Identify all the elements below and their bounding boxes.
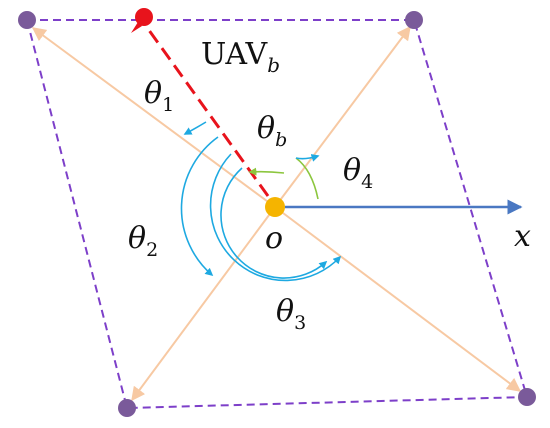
vertex-top-left [18, 11, 36, 29]
arrow-to-bottom-left [131, 206, 276, 402]
arrow-to-top-left [31, 27, 276, 208]
theta2-arc [180, 136, 219, 277]
x-axis-label: x [514, 219, 531, 254]
theta3-arc-inner [220, 167, 328, 279]
theta3-arc-outer [209, 153, 342, 282]
thetab-arc [248, 167, 285, 176]
theta1-label: θ1 [144, 76, 174, 116]
uav-b-dashed-line [144, 25, 270, 197]
vertex-top-right [405, 11, 423, 29]
uav-b-tail [131, 22, 142, 33]
theta2-label: θ2 [128, 221, 158, 261]
theta4-label: θ4 [343, 153, 373, 193]
theta1-arc [183, 121, 207, 135]
uav-b-label: UAVb [201, 37, 280, 77]
thetab-label: θb [257, 111, 287, 151]
origin-dot [265, 197, 285, 217]
uav-b-dot [135, 8, 153, 26]
theta4-arc [295, 157, 319, 200]
arrow-to-top-right [274, 25, 411, 208]
vertex-bottom-left [118, 399, 136, 417]
arrow-to-bottom-right [274, 206, 522, 392]
origin-label: o [265, 221, 283, 256]
theta4-cyan-arc [295, 154, 320, 162]
theta3-label: θ3 [276, 294, 306, 334]
vertex-bottom-right [518, 388, 536, 406]
